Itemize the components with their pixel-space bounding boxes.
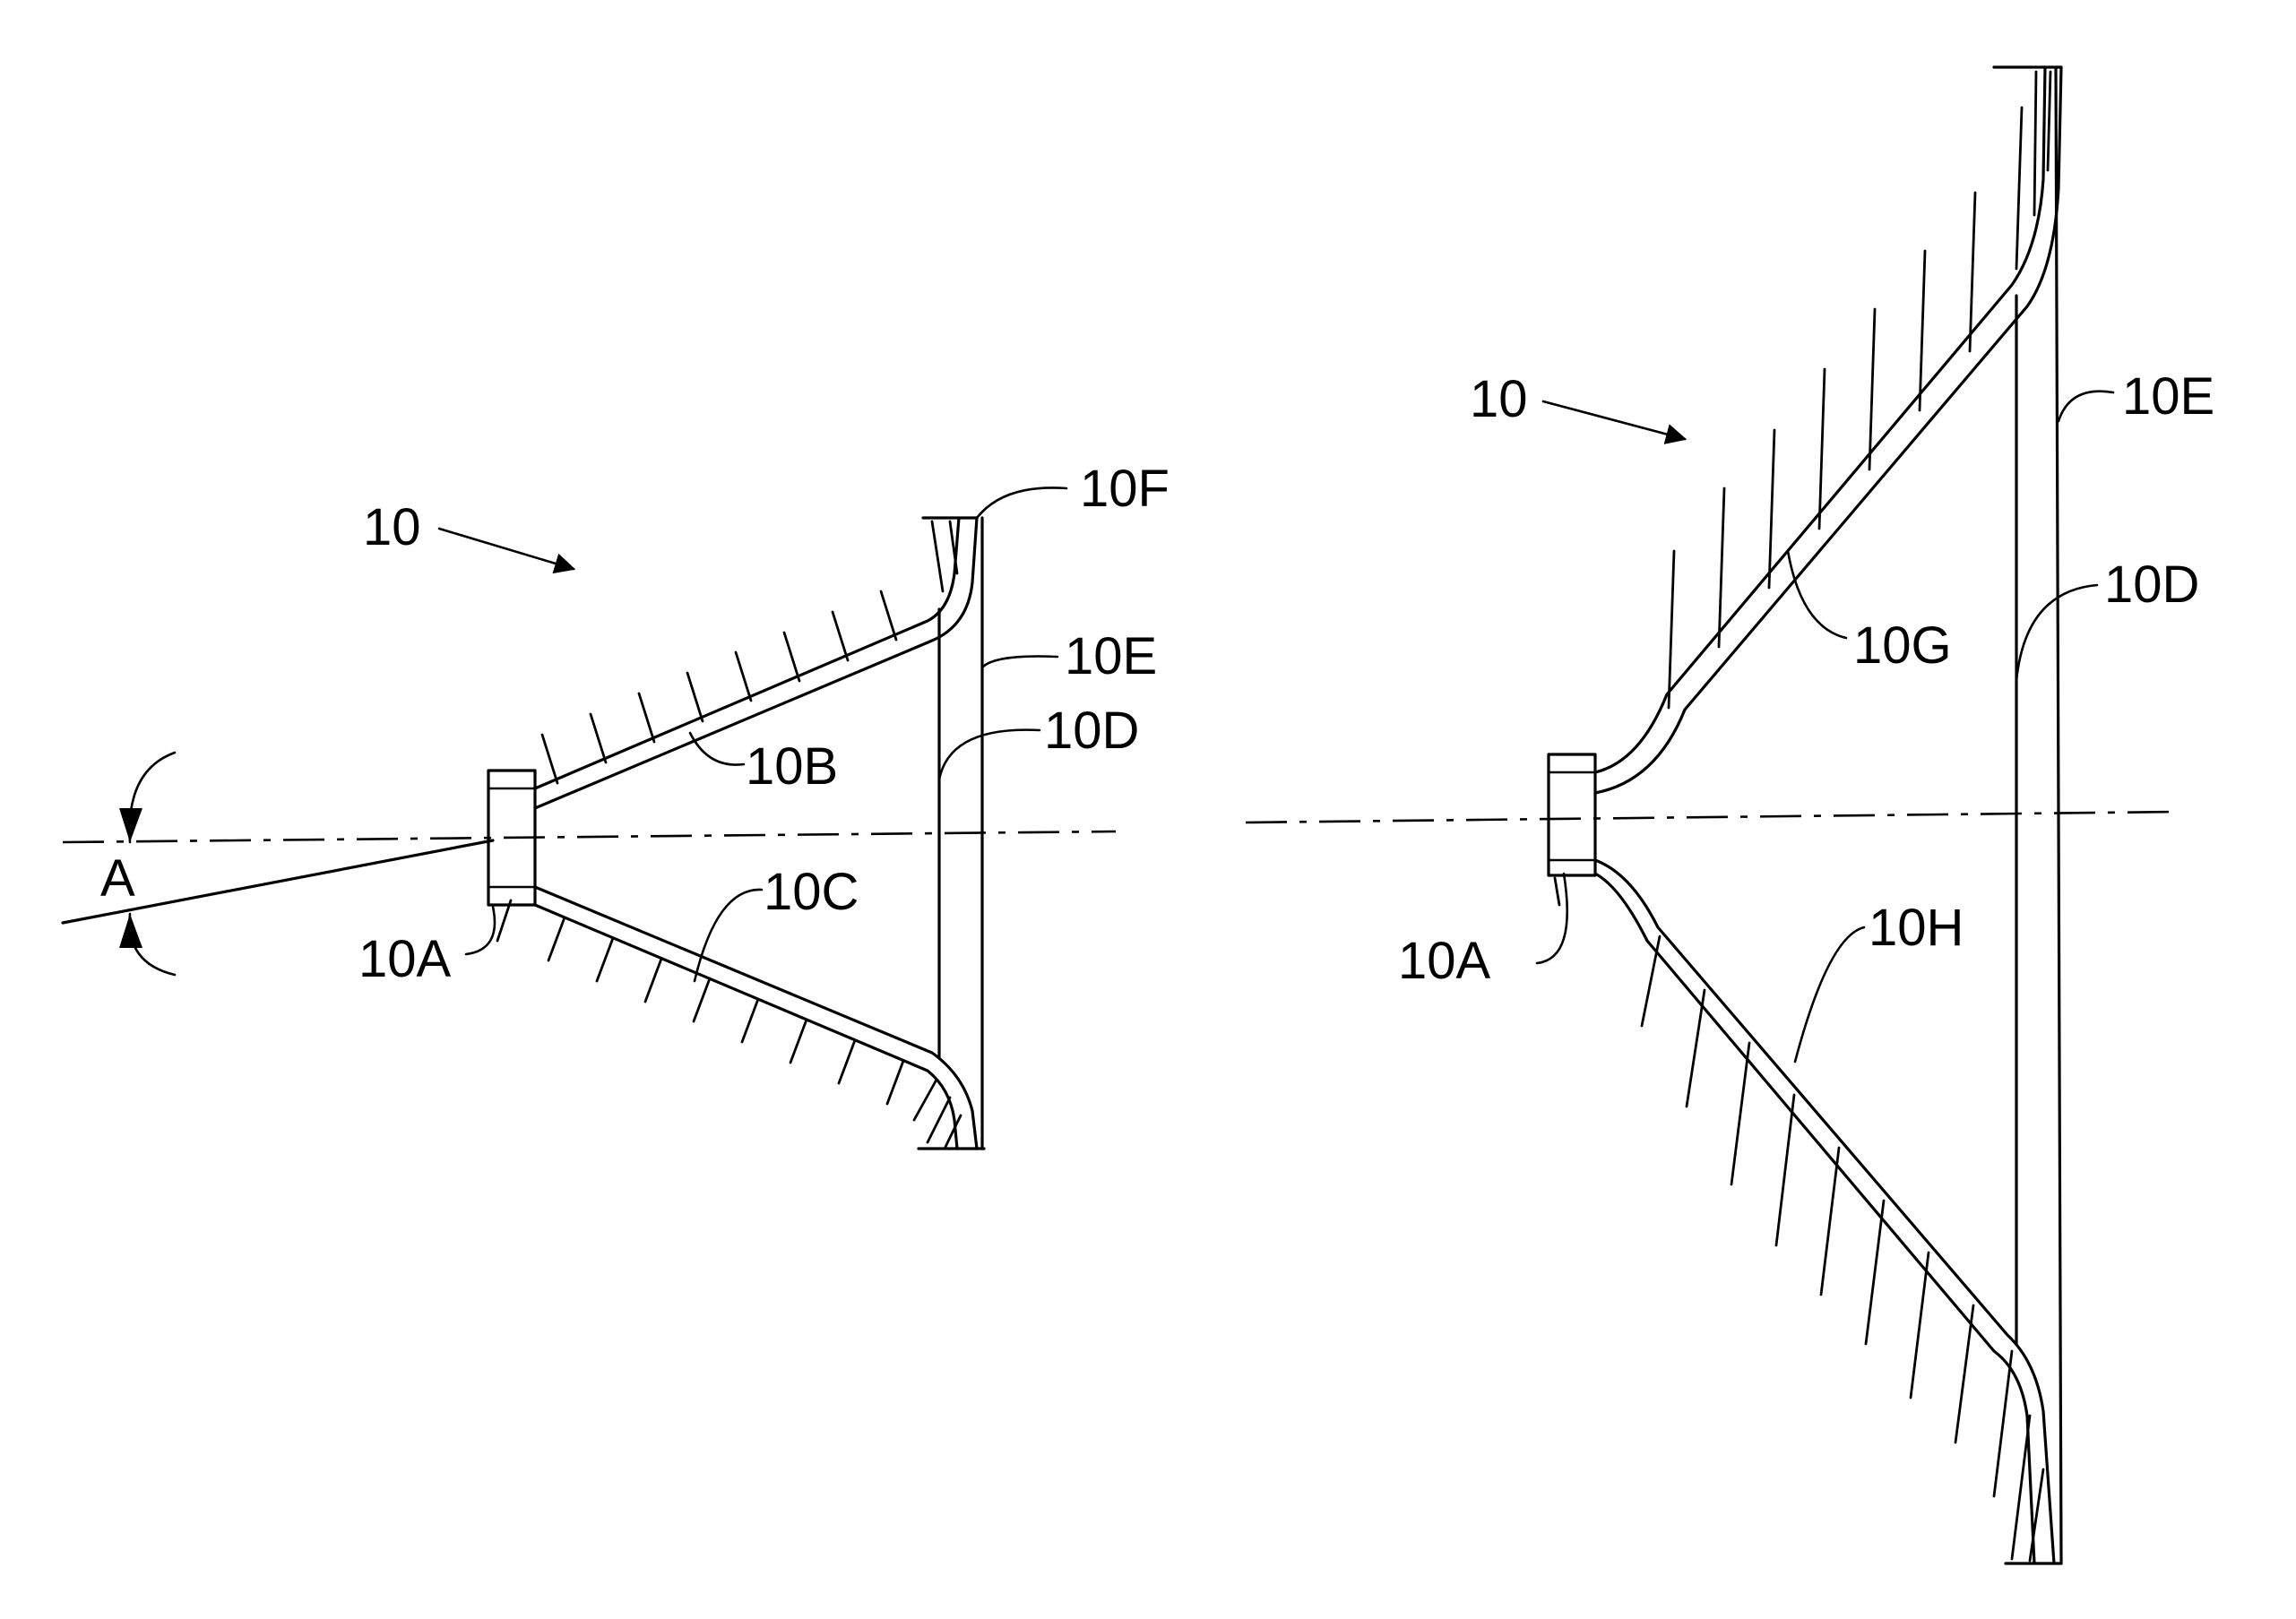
label-10C: 10C [764,863,859,921]
right-upper-hatching [1667,70,2052,710]
label-10E-right: 10E [2122,367,2214,426]
right-throat-block [1547,753,1597,877]
label-10E-left: 10E [1065,627,1157,685]
label-10D-right: 10D [2104,555,2199,614]
leader-10E [980,655,1059,669]
label-10A-left: 10A [358,930,452,988]
left-ref-numeral: 10 [363,498,421,556]
label-10G: 10G [1853,616,1952,675]
left-ref-arrow-icon [437,527,576,574]
right-centerline [1245,810,2179,824]
right-horn-drawing [1245,65,2179,1565]
left-throat-block [487,769,537,907]
label-10H: 10H [1869,899,1964,957]
left-angle-line [61,839,495,925]
left-lower-hatching [496,899,962,1149]
angle-arrow-lower-icon [119,914,142,948]
left-horn-drawing [61,487,1117,1150]
leader-10H [1793,926,1866,1064]
leader-10D [937,728,1041,781]
angle-label: A [100,849,135,908]
right-lower-wall [1593,858,2056,1565]
label-10B: 10B [746,737,838,796]
right-ref-numeral: 10 [1470,370,1528,428]
leader-10A-right [1535,872,1569,965]
right-lower-hatching [1553,876,2045,1563]
angle-arc-upper [128,751,177,844]
leader-10C [693,888,764,983]
label-10F: 10F [1080,460,1170,518]
angle-arrow-upper-icon [119,808,142,842]
left-lower-wall [533,885,979,1150]
label-10D-left: 10D [1044,702,1139,760]
left-centerline [62,830,1117,844]
right-mouth-outer [2054,65,2063,1565]
right-upper-wall [1593,65,2047,774]
label-10A-right: 10A [1398,932,1491,990]
left-upper-hatching [540,520,959,785]
left-upper-wall [533,516,961,790]
leader-10D-right [2015,583,2099,683]
leader-10E-right [2057,390,2115,423]
leader-10G [1786,549,1848,640]
leader-10A-left [464,905,496,956]
leader-10B [688,731,746,766]
right-ref-arrow-icon [1541,400,1687,444]
leader-10F [975,487,1068,520]
